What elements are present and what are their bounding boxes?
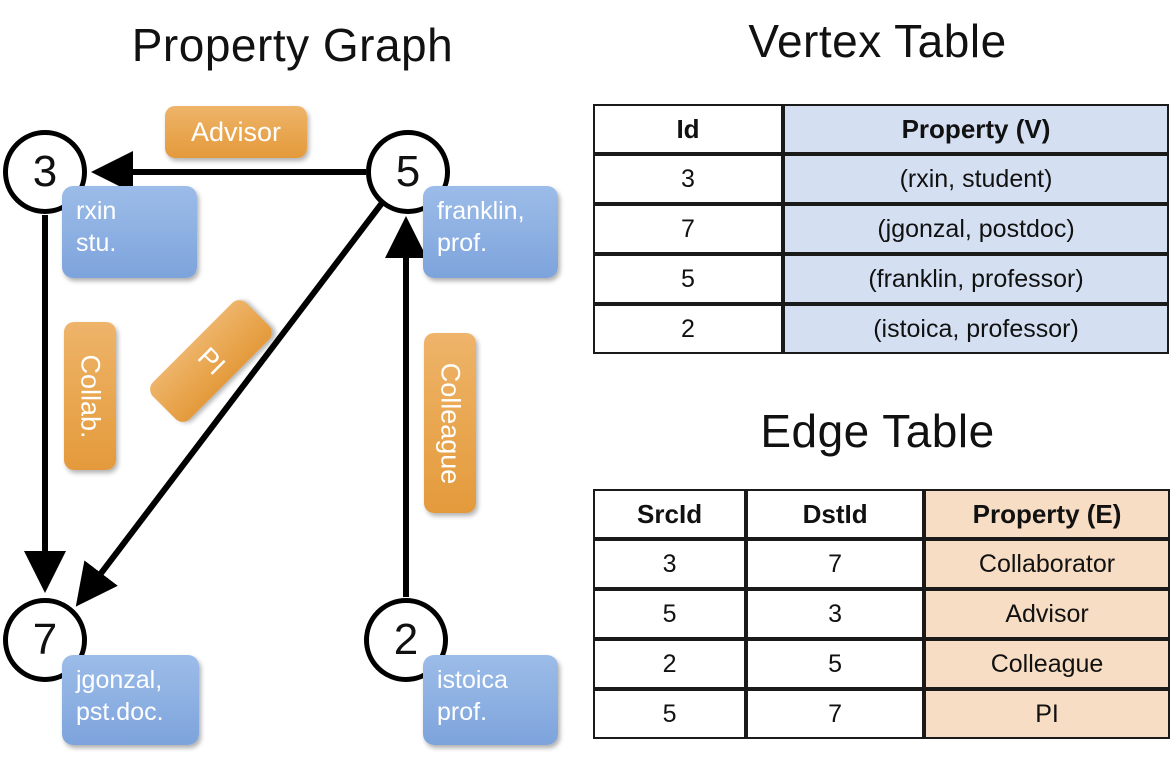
edge-label-advisor: Advisor [165,106,307,158]
vertex-table-header-row: Id Property (V) [593,104,1169,154]
vertex-header-property: Property (V) [783,104,1169,154]
node-circle-5[interactable]: 5 [366,130,450,214]
edge-cell-srcid: 5 [593,689,747,739]
vertex-cell-property: (jgonzal, postdoc) [783,204,1169,254]
edge-cell-srcid: 3 [593,539,747,589]
node-5-property-line2: prof. [437,229,488,257]
vertex-cell-id: 5 [593,254,783,304]
edge-cell-dstid: 7 [746,689,925,739]
node-7-property-line2: pst.doc. [76,698,164,726]
edge-table-header-row: SrcId DstId Property (E) [593,489,1170,539]
graph-edges-svg [24,151,427,607]
vertex-cell-property: (rxin, student) [783,154,1169,204]
node-3-property-line2: stu. [76,229,117,257]
edge-label-colleague: Colleague [424,333,476,513]
edge-table: SrcId DstId Property (E) 3 7 Collaborato… [593,489,1170,739]
page-title-vertex-table: Vertex Table [748,15,1007,67]
page-title-edge-table: Edge Table [760,405,995,457]
table-row[interactable]: 2 5 Colleague [593,639,1170,689]
edge-header-property: Property (E) [924,489,1170,539]
node-3-property-line1: rxin [76,197,117,225]
node-property-box-7: jgonzal, pst.doc. [62,655,199,745]
table-row[interactable]: 5 7 PI [593,689,1170,739]
vertex-cell-id: 2 [593,304,783,354]
vertex-header-id: Id [593,104,783,154]
edge-line-5-to-7 [75,201,385,607]
vertex-cell-property: (franklin, professor) [783,254,1169,304]
node-property-box-3: rxin stu. [62,186,197,278]
edge-label-collab: Collab. [64,322,116,470]
edge-cell-srcid: 5 [593,589,747,639]
vertex-cell-id: 7 [593,204,783,254]
node-2-property-line2: prof. [437,698,488,726]
vertex-cell-property: (istoica, professor) [783,304,1169,354]
node-2-property-line1: istoica [437,666,508,694]
edge-cell-property: Collaborator [924,539,1170,589]
vertex-table: Id Property (V) 3 (rxin, student) 7 (jgo… [593,104,1169,354]
edge-label-colleague-text: Colleague [435,362,466,484]
vertex-cell-id: 3 [593,154,783,204]
property-graph-diagram: 3 5 7 2 rxin stu. franklin, prof. jgonza… [3,106,558,745]
table-row[interactable]: 5 3 Advisor [593,589,1170,639]
table-row[interactable]: 2 (istoica, professor) [593,304,1169,354]
edge-label-pi-text: PI [191,341,231,381]
node-property-box-2: istoica prof. [423,655,558,745]
edge-header-srcid: SrcId [593,489,747,539]
table-row[interactable]: 3 (rxin, student) [593,154,1169,204]
edge-cell-srcid: 2 [593,639,747,689]
table-row[interactable]: 7 (jgonzal, postdoc) [593,204,1169,254]
node-property-box-5: franklin, prof. [423,186,558,278]
node-7-property-line1: jgonzal, [76,666,163,694]
edge-cell-dstid: 5 [746,639,925,689]
page-title-property-graph: Property Graph [131,19,454,71]
table-row[interactable]: 3 7 Collaborator [593,539,1170,589]
table-row[interactable]: 5 (franklin, professor) [593,254,1169,304]
edge-cell-property: Advisor [924,589,1170,639]
node-circle-2[interactable]: 2 [364,598,448,682]
edge-cell-property: Colleague [924,639,1170,689]
edge-label-collab-text: Collab. [75,353,106,439]
edge-cell-dstid: 7 [746,539,925,589]
edge-cell-property: PI [924,689,1170,739]
edge-header-dstid: DstId [746,489,925,539]
edge-cell-dstid: 3 [746,589,925,639]
node-5-property-line1: franklin, [437,197,525,225]
